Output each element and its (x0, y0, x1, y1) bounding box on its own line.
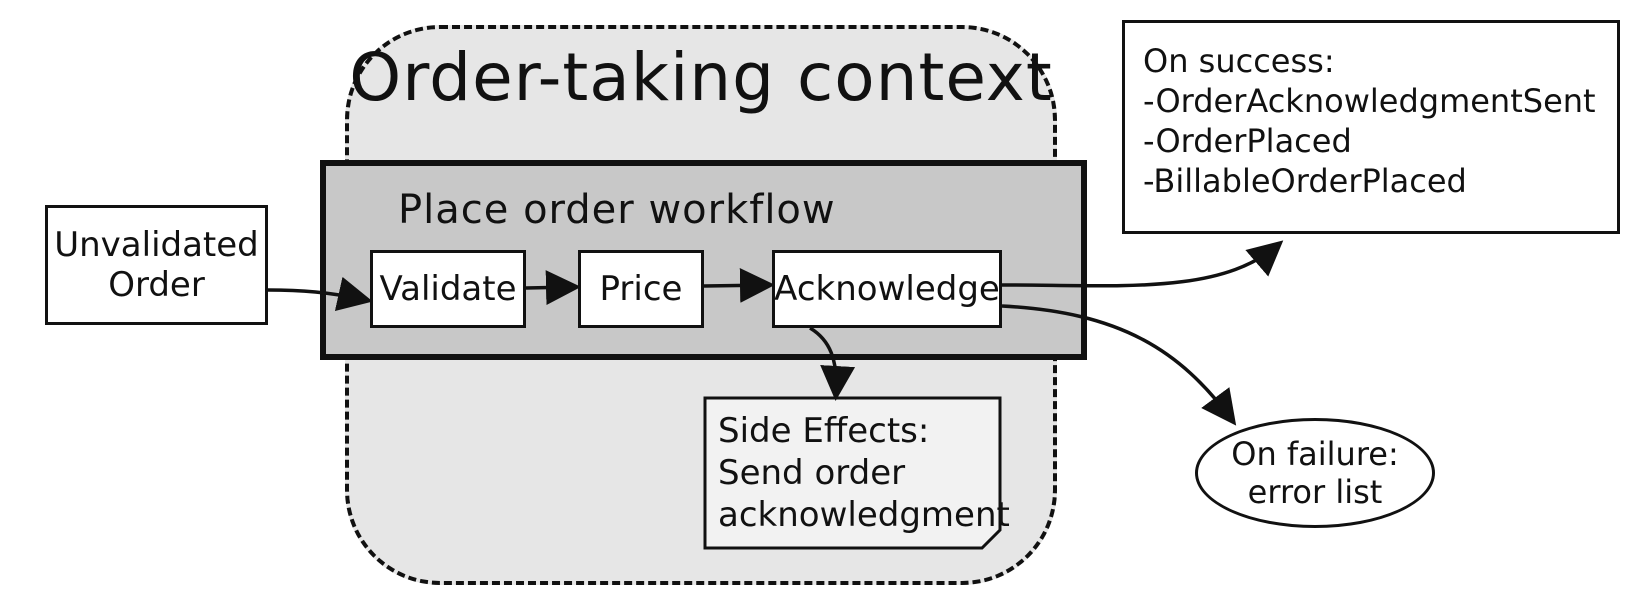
success-event: -OrderPlaced (1143, 122, 1352, 160)
input-label-line-1: Unvalidated (54, 225, 259, 265)
side-effects-note (703, 396, 1002, 550)
failure-line-2: error list (1247, 473, 1383, 511)
arrow-to-side-effects (809, 326, 856, 401)
step-validate: Validate (370, 250, 526, 328)
side-effects-text: Side Effects: Send order acknowledgment (718, 410, 1010, 536)
success-event: -OrderAcknowledgmentSent (1143, 82, 1596, 120)
arrow-to-failure (1001, 304, 1237, 426)
workflow-title: Place order workflow (398, 187, 836, 233)
context-title: Order-taking context (349, 39, 1053, 116)
step-price: Price (578, 250, 704, 328)
arrow-validate-to-price (525, 270, 581, 306)
unvalidated-order-box: Unvalidated Order (45, 205, 268, 325)
step-acknowledge: Acknowledge (772, 250, 1002, 328)
side-effects-line-2: Send order (718, 453, 906, 493)
failure-ellipse: On failure: error list (1195, 418, 1435, 528)
success-events-box: On success: -OrderAcknowledgmentSent -Or… (1122, 20, 1620, 234)
arrow-input-to-validate (267, 276, 373, 312)
arrow-to-success (1001, 240, 1284, 288)
success-event: -BillableOrderPlaced (1143, 162, 1467, 200)
failure-line-1: On failure: (1231, 435, 1399, 473)
input-label-line-2: Order (108, 265, 205, 305)
side-effects-line-1: Side Effects: (718, 411, 930, 451)
arrow-price-to-acknowledge (703, 267, 775, 303)
side-effects-line-3: acknowledgment (718, 495, 1010, 535)
success-heading: On success: (1143, 42, 1335, 80)
